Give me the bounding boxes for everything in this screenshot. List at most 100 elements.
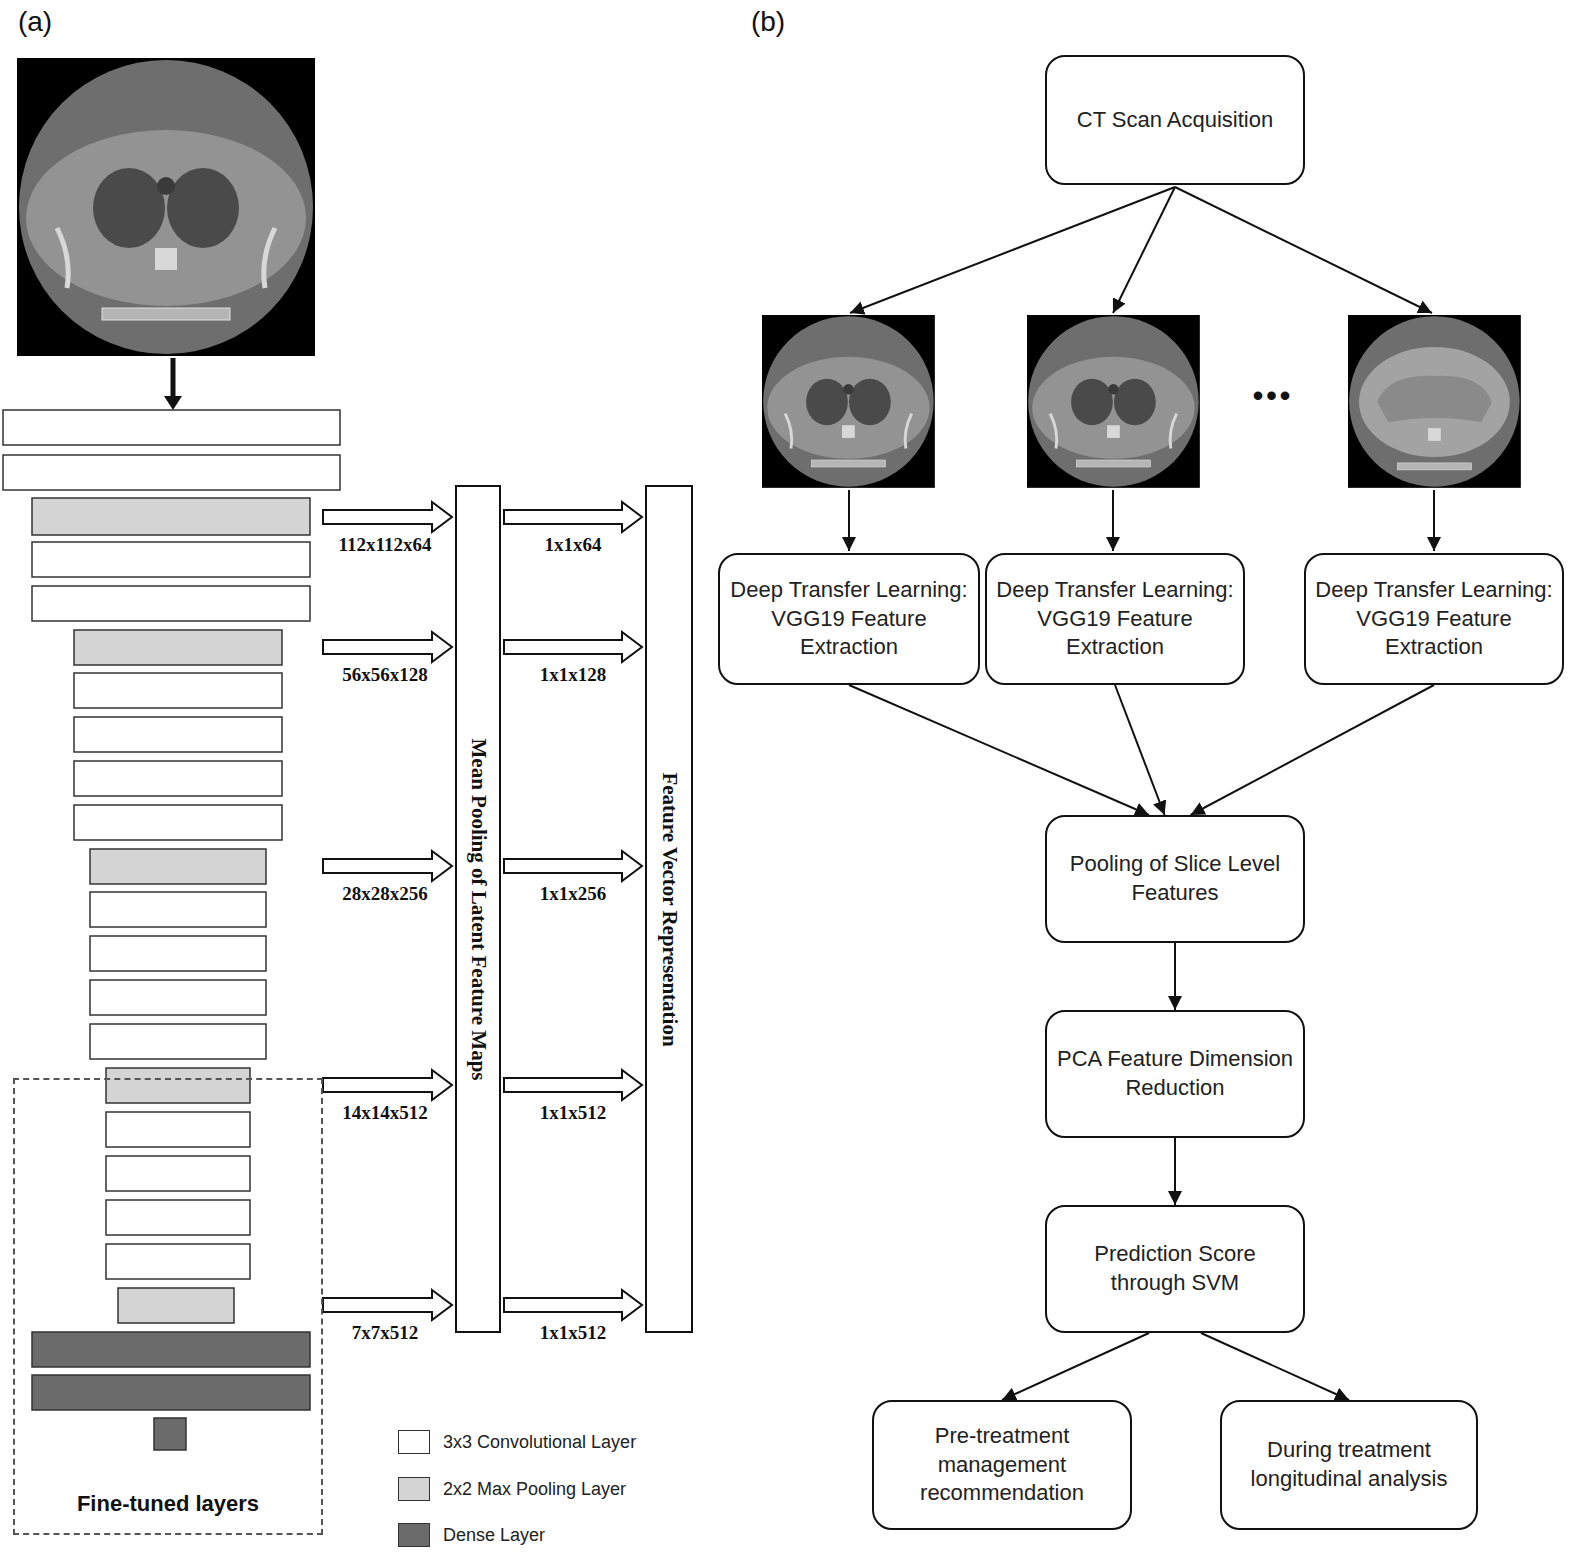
hollow-arrow bbox=[323, 632, 452, 662]
conv-layer bbox=[90, 936, 266, 971]
node-text: Deep Transfer Learning: VGG19 Feature Ex… bbox=[1314, 576, 1554, 662]
conv-layer bbox=[106, 1112, 250, 1147]
feature-map-arrows bbox=[323, 502, 452, 1320]
hollow-arrow bbox=[504, 1290, 642, 1320]
pool-layer bbox=[74, 630, 282, 665]
hollow-arrow bbox=[323, 502, 452, 532]
dense-layer bbox=[154, 1418, 186, 1450]
process-box: Pooling of Slice Level Features bbox=[1045, 815, 1305, 943]
node-text: Prediction Score through SVM bbox=[1055, 1240, 1295, 1297]
flow-arrow bbox=[1174, 1138, 1176, 1205]
flow-arrow bbox=[1115, 685, 1165, 815]
legend-text: Dense Layer bbox=[443, 1525, 545, 1546]
legend-row: Dense Layer bbox=[398, 1523, 545, 1547]
legend-swatch bbox=[398, 1523, 430, 1547]
hollow-arrow bbox=[323, 1070, 452, 1100]
process-box: Deep Transfer Learning: VGG19 Feature Ex… bbox=[985, 553, 1245, 685]
legend-swatch bbox=[398, 1430, 430, 1454]
pool-layer bbox=[32, 498, 310, 535]
process-box: Prediction Score through SVM bbox=[1045, 1205, 1305, 1333]
conv-layer bbox=[74, 805, 282, 840]
flow-arrow bbox=[849, 685, 1149, 815]
fine-tune-region: Fine-tuned layers bbox=[13, 1078, 323, 1535]
node-text: Deep Transfer Learning: VGG19 Feature Ex… bbox=[728, 576, 970, 662]
node-text: CT Scan Acquisition bbox=[1077, 106, 1273, 135]
dimension-label: 1x1x64 bbox=[545, 534, 602, 556]
legend-text: 3x3 Convolutional Layer bbox=[443, 1432, 636, 1453]
panel-letter: (b) bbox=[751, 6, 785, 38]
dimension-label: 56x56x128 bbox=[342, 664, 428, 686]
conv-layer bbox=[90, 1024, 266, 1059]
conv-layer bbox=[3, 455, 340, 490]
feature-vector-bar: Feature Vector Representation bbox=[645, 485, 693, 1333]
slice-arrow bbox=[1433, 490, 1435, 551]
pooling-bar: Mean Pooling of Latent Feature Maps bbox=[455, 485, 501, 1333]
flow-arrow bbox=[1191, 685, 1434, 815]
dimension-label: 1x1x512 bbox=[540, 1322, 607, 1344]
conv-layer bbox=[106, 1156, 250, 1191]
conv-layer bbox=[32, 542, 310, 577]
node-text: Deep Transfer Learning: VGG19 Feature Ex… bbox=[995, 576, 1235, 662]
ct-slice-image bbox=[17, 58, 315, 356]
legend-row: 3x3 Convolutional Layer bbox=[398, 1430, 636, 1454]
ellipsis: ••• bbox=[1253, 379, 1294, 413]
ct-slice-thumbnail bbox=[1348, 315, 1521, 488]
pool-layer bbox=[106, 1068, 250, 1103]
input-arrow bbox=[171, 358, 176, 400]
input-arrow-head bbox=[164, 396, 182, 410]
node-text: Pooling of Slice Level Features bbox=[1055, 850, 1295, 907]
vgg19-layers bbox=[3, 410, 340, 1450]
slice-arrow bbox=[848, 490, 850, 551]
hollow-arrow bbox=[323, 1290, 452, 1320]
legend-swatch bbox=[398, 1477, 430, 1501]
hollow-arrow bbox=[504, 1070, 642, 1100]
outcome-box: During treatment longitudinal analysis bbox=[1220, 1400, 1478, 1530]
hollow-arrow bbox=[504, 632, 642, 662]
conv-layer bbox=[106, 1244, 250, 1279]
process-box: PCA Feature Dimension Reduction bbox=[1045, 1010, 1305, 1138]
hollow-arrow bbox=[323, 851, 452, 881]
panel-letter: (a) bbox=[18, 6, 52, 38]
pool-layer bbox=[90, 849, 266, 884]
conv-layer bbox=[74, 673, 282, 708]
conv-layer bbox=[90, 892, 266, 927]
split-arrow bbox=[1175, 187, 1432, 313]
process-box: CT Scan Acquisition bbox=[1045, 55, 1305, 185]
node-text: Mean Pooling of Latent Feature Maps bbox=[466, 738, 491, 1080]
pool-layer bbox=[118, 1288, 234, 1323]
dimension-label: 14x14x512 bbox=[342, 1102, 428, 1124]
process-box: Deep Transfer Learning: VGG19 Feature Ex… bbox=[718, 553, 980, 685]
outcome-box: Pre-treatment management recommendation bbox=[872, 1400, 1132, 1530]
node-text: Pre-treatment management recommendation bbox=[882, 1422, 1122, 1508]
hollow-arrow bbox=[504, 502, 642, 532]
legend-text: 2x2 Max Pooling Layer bbox=[443, 1479, 626, 1500]
slice-arrows bbox=[849, 187, 1434, 551]
conv-layer bbox=[106, 1200, 250, 1235]
conv-layer bbox=[74, 717, 282, 752]
flow-arrow bbox=[1002, 1333, 1149, 1400]
node-text: PCA Feature Dimension Reduction bbox=[1055, 1045, 1295, 1102]
hollow-arrow bbox=[504, 851, 642, 881]
dimension-label: 1x1x512 bbox=[540, 1102, 607, 1124]
legend-row: 2x2 Max Pooling Layer bbox=[398, 1477, 626, 1501]
dimension-label: 7x7x512 bbox=[352, 1322, 419, 1344]
conv-layer bbox=[74, 761, 282, 796]
dimension-label: 1x1x256 bbox=[540, 883, 607, 905]
conv-layer bbox=[32, 586, 310, 621]
split-arrow bbox=[850, 187, 1175, 313]
flow-arrow bbox=[1201, 1333, 1349, 1400]
ct-slice-thumbnail bbox=[1027, 315, 1200, 488]
ct-slice-thumbnail bbox=[762, 315, 935, 488]
conv-layer bbox=[3, 410, 340, 445]
conv-layer bbox=[90, 980, 266, 1015]
node-text: Feature Vector Representation bbox=[657, 772, 682, 1046]
dimension-label: 112x112x64 bbox=[339, 534, 432, 556]
process-box: Deep Transfer Learning: VGG19 Feature Ex… bbox=[1304, 553, 1564, 685]
node-text: During treatment longitudinal analysis bbox=[1230, 1436, 1468, 1493]
dimension-label: 1x1x128 bbox=[540, 664, 607, 686]
slice-arrow bbox=[1112, 490, 1114, 551]
split-arrow bbox=[1113, 187, 1175, 313]
flow-arrow bbox=[1174, 943, 1176, 1010]
